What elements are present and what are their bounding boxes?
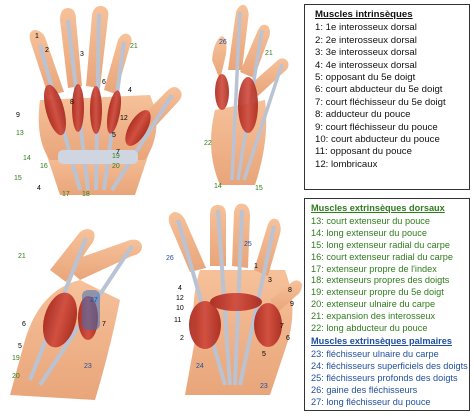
label: 17 bbox=[62, 191, 70, 198]
label: 3 bbox=[80, 51, 84, 58]
label: 4 bbox=[178, 285, 182, 292]
label: 24 bbox=[196, 363, 204, 370]
legend-item: 21: expansion des interosseux bbox=[311, 311, 436, 322]
label: 27 bbox=[90, 297, 98, 304]
label: 19 bbox=[12, 355, 20, 362]
label: 12 bbox=[176, 295, 184, 302]
label: 9 bbox=[16, 112, 20, 119]
label: 8 bbox=[288, 287, 292, 294]
legend-item: 26: gaine des fléchisseurs bbox=[311, 384, 418, 395]
hand-lateral-view bbox=[10, 229, 142, 400]
label: 4 bbox=[37, 185, 41, 192]
legend-item: 24: fléchisseurs superficiels des doigts bbox=[311, 360, 468, 371]
label: 7 bbox=[280, 323, 284, 330]
label: 20 bbox=[12, 373, 20, 380]
label: 7 bbox=[116, 149, 120, 156]
legend-item: 13: court extenseur du pouce bbox=[311, 215, 431, 226]
legend-item: 18: extenseurs propres des doigts bbox=[311, 275, 450, 286]
legend-item: 11: opposant du pouce bbox=[315, 146, 412, 158]
label: 12 bbox=[120, 115, 128, 122]
legend-item: 1: 1e interosseux dorsal bbox=[315, 22, 417, 34]
intrinsic-title: Muscles intrinsèques bbox=[315, 9, 413, 20]
label: 4 bbox=[128, 87, 132, 94]
legend-item: 2: 2e interosseux dorsal bbox=[315, 34, 417, 46]
label: 15 bbox=[255, 185, 263, 192]
hand-side-view bbox=[211, 4, 289, 185]
label: 16 bbox=[40, 163, 48, 170]
label: 8 bbox=[70, 99, 74, 106]
legend-item: 27: long fléchisseur du pouce bbox=[311, 396, 431, 407]
label: 26 bbox=[219, 39, 227, 46]
hand-dorsal-view bbox=[29, 5, 182, 195]
intrinsic-muscles-legend: Muscles intrinsèques 1: 1e interosseux d… bbox=[304, 4, 470, 190]
label: 1 bbox=[254, 263, 258, 270]
label: 21 bbox=[265, 50, 273, 57]
hand-palmar-view bbox=[168, 203, 302, 395]
extrinsic-palmar-title: Muscles extrinsèques palmaires bbox=[311, 335, 452, 346]
legend-item: 15: long extenseur radial du carpe bbox=[311, 239, 450, 250]
label: 7 bbox=[102, 321, 106, 328]
label: 13 bbox=[16, 130, 24, 137]
label: 19 bbox=[112, 153, 120, 160]
extrinsic-dorsal-title: Muscles extrinsèques dorsaux bbox=[311, 203, 445, 213]
legend-item: 6: court abducteur du 5e doigt bbox=[315, 84, 443, 96]
label: 22 bbox=[204, 140, 212, 147]
legend-item: 20: extenseur ulnaire du carpe bbox=[311, 299, 436, 310]
label: 23 bbox=[260, 383, 268, 390]
label: 5 bbox=[18, 343, 22, 350]
legend-item: 16: court extenseur radial du carpe bbox=[311, 251, 453, 262]
label: 21 bbox=[18, 253, 26, 260]
legend-item: 9: court fléchisseur du pouce bbox=[315, 121, 438, 133]
label: 26 bbox=[166, 255, 174, 262]
legend-item: 4: 4e interosseux dorsal bbox=[315, 59, 417, 71]
legend-item: 23: fléchisseur ulnaire du carpe bbox=[311, 348, 439, 359]
label: 20 bbox=[112, 163, 120, 170]
legend-item: 8: adducteur du pouce bbox=[315, 109, 411, 121]
label: 6 bbox=[102, 79, 106, 86]
label: 1 bbox=[35, 33, 39, 40]
label: 6 bbox=[22, 321, 26, 328]
label: 25 bbox=[244, 241, 252, 248]
legend-item: 12: lombricaux bbox=[315, 158, 378, 170]
label: 15 bbox=[14, 175, 22, 182]
legend-item: 7: court fléchisseur du 5e doigt bbox=[315, 96, 446, 108]
legend-item: 25: fléchisseurs profonds des doigts bbox=[311, 372, 458, 383]
extrinsic-muscles-legend: Muscles extrinsèques dorsaux 13: court e… bbox=[304, 198, 470, 411]
label: 23 bbox=[84, 363, 92, 370]
label: 3 bbox=[268, 277, 272, 284]
figure-number-labels: 1 2 3 4 5 7 8 9 13 14 15 16 17 18 19 20 … bbox=[12, 33, 294, 390]
legend-item: 3: 3e interosseux dorsal bbox=[315, 47, 417, 59]
label: 5 bbox=[262, 351, 266, 358]
label: 10 bbox=[176, 305, 184, 312]
label: 2 bbox=[180, 335, 184, 342]
legend-item: 17: extenseur propre de l'index bbox=[311, 263, 437, 274]
label: 5 bbox=[112, 132, 116, 139]
label: 6 bbox=[286, 335, 290, 342]
label: 9 bbox=[290, 301, 294, 308]
legend-item: 5: opposant du 5e doigt bbox=[315, 72, 416, 84]
label: 18 bbox=[82, 191, 90, 198]
legend-item: 10: court abducteur du pouce bbox=[315, 134, 440, 146]
label: 11 bbox=[174, 317, 181, 324]
legend-item: 22: long abducteur du pouce bbox=[311, 323, 428, 334]
legend-item: 14: long extenseur du pouce bbox=[311, 227, 427, 238]
label: 21 bbox=[130, 43, 138, 50]
legend-item: 19: extenseur propre du 5e doigt bbox=[311, 287, 444, 298]
label: 14 bbox=[214, 183, 222, 190]
label: 2 bbox=[45, 47, 49, 54]
label: 14 bbox=[23, 155, 31, 162]
